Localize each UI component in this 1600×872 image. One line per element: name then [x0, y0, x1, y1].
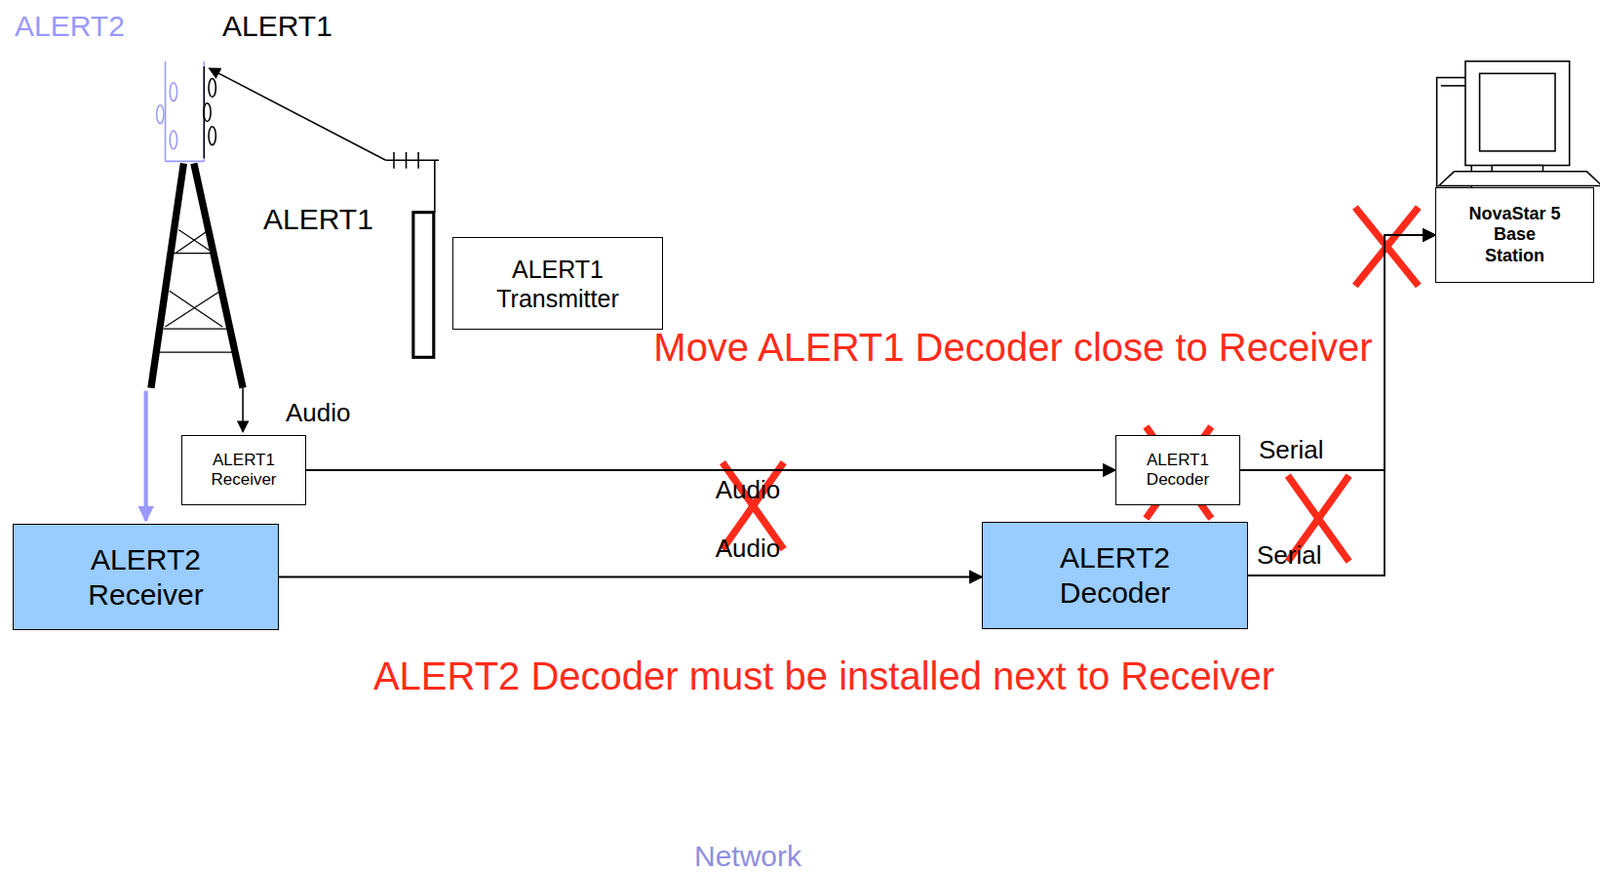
node-text: ALERT2 Receiver	[73, 542, 220, 613]
feed-line	[144, 390, 149, 521]
connector	[1248, 234, 1436, 576]
edge-label: Audio	[715, 534, 781, 563]
node-text: ALERT2 Decoder	[1042, 540, 1189, 611]
decoder-box: ALERT2 Decoder	[981, 521, 1249, 629]
note: ALERT2 Decoder must be installed next to…	[373, 654, 1275, 698]
edge-label: Audio	[715, 475, 781, 505]
receiver-box: ALERT1 Receiver	[181, 434, 307, 506]
edge-label: Serial	[1258, 435, 1324, 465]
receiver-box: ALERT2 Receiver	[12, 523, 279, 630]
edge-label: Serial	[1256, 541, 1322, 570]
node-text: NovaStar 5 Base Station	[1466, 203, 1564, 268]
node-text: ALERT1 Transmitter	[460, 254, 656, 313]
footer-label: Network	[694, 839, 802, 872]
red-cross	[722, 206, 1419, 625]
alert1-antenna	[203, 66, 217, 158]
antenna-label: ALERT1	[263, 202, 374, 235]
feed-line	[241, 388, 244, 432]
node-text: ALERT1 Receiver	[202, 450, 285, 491]
antenna-label: ALERT2	[14, 9, 125, 42]
signal-label: Audio	[285, 398, 352, 428]
antenna-label: ALERT1	[222, 9, 333, 42]
transmitter-antenna	[209, 68, 439, 357]
alert2-antenna	[156, 61, 205, 162]
radio-tower	[151, 162, 243, 388]
note: Move ALERT1 Decoder close to Receiver	[653, 325, 1372, 369]
connector	[306, 468, 1116, 471]
decoder-box: ALERT1 Decoder	[1115, 434, 1241, 506]
node-text: ALERT1 Decoder	[1136, 450, 1219, 491]
connector	[278, 576, 982, 579]
transmitter-box: ALERT1 Transmitter	[452, 236, 664, 330]
base-station-box: NovaStar 5 Base Station	[1435, 187, 1595, 283]
computer-icon	[1437, 61, 1600, 189]
